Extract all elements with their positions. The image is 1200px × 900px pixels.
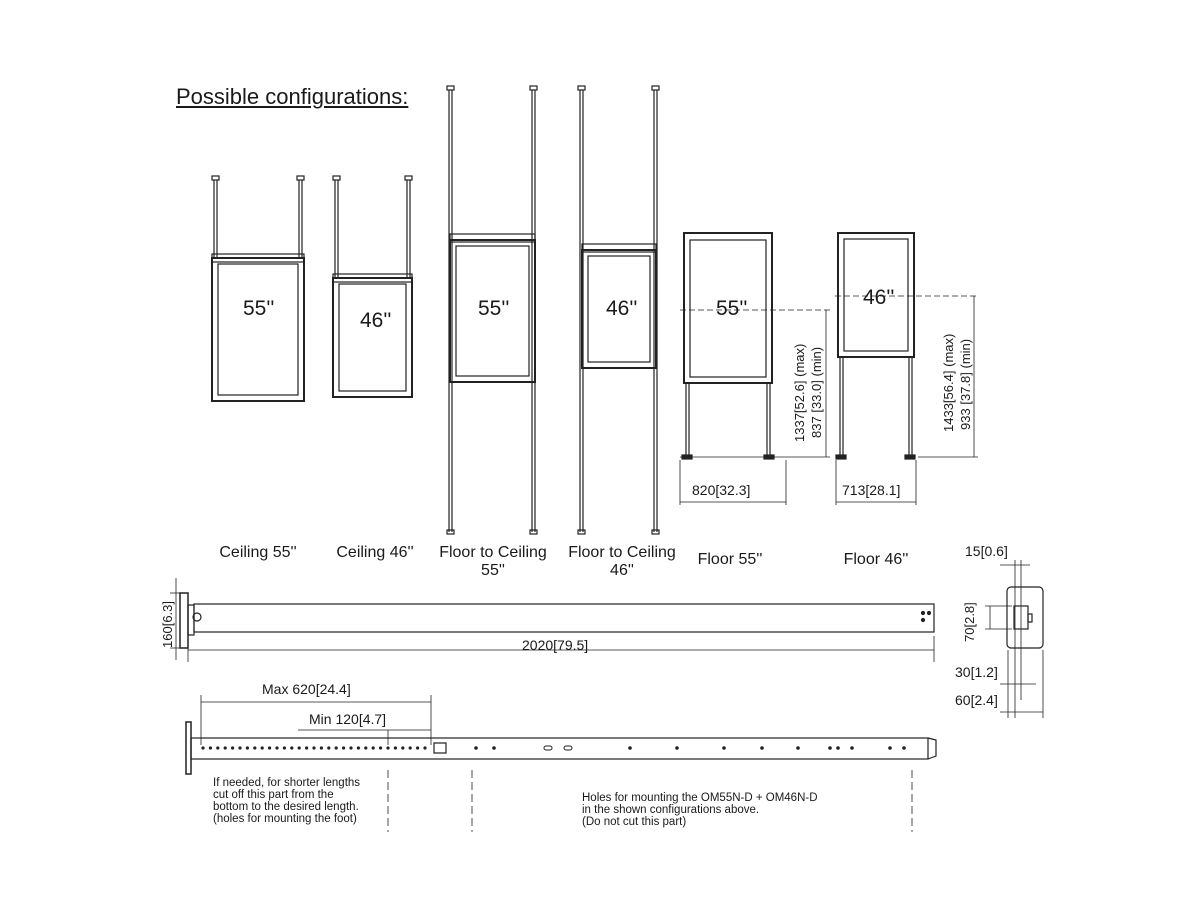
mount-note-line: (Do not cut this part) [582,816,687,828]
mounting-hole [902,746,906,750]
section-60-dim: 602.4 [955,692,998,708]
floor-ceiling-46-screen-label: 46'' [606,297,638,320]
mounting-hole [231,746,235,750]
foot-height-dim: 1606.3 [160,601,175,648]
ceiling-46-caption: Ceiling 46'' [336,544,414,561]
mounting-hole [253,746,257,750]
mounting-hole [305,746,309,750]
floor-55-height-min-dim: 837 33.0 (min) [809,347,824,438]
max-cut-dim: Max 62024.4 [262,681,351,697]
mounting-hole [836,746,840,750]
ceiling-46-screen-label: 46'' [360,309,392,332]
mounting-hole [760,746,764,750]
mounting-hole [364,746,368,750]
floor-46-height-max-dim: 143356.4 (max) [941,334,956,432]
section-30-dim: 301.2 [955,664,998,680]
mounting-hole [408,746,412,750]
mounting-hole [327,746,331,750]
floor-55-screen-label: 55'' [716,297,748,320]
ceiling-55-screen-label: 55'' [243,297,275,320]
ceiling-55-caption: Ceiling 55'' [219,544,297,561]
mounting-hole [238,746,242,750]
mounting-hole [416,746,420,750]
mounting-hole [850,746,854,750]
floor-46-width-dim: 71328.1 [842,482,900,498]
floor-ceiling-46-caption-line1: Floor to Ceiling [568,544,676,561]
mounting-hole [208,746,212,750]
mounting-hole [282,746,286,750]
mounting-hole [386,746,390,750]
page-title: Possible configurations: [176,84,409,109]
cut-note-line: bottom to the desired length. [213,801,359,813]
mounting-hole [334,746,338,750]
mounting-hole [492,746,496,750]
floor-ceiling-55-caption-line2: 55'' [481,562,505,579]
mounting-hole [260,746,264,750]
floor-55-stand [681,232,775,460]
floor-ceiling-55-caption: Floor to Ceiling 55'' [432,544,554,580]
min-cut-dim: Min 1204.7 [309,711,386,727]
mounting-hole [290,746,294,750]
mount-note: Holes for mounting the OM55N-D + OM46N-D… [582,792,818,828]
mounting-hole [342,746,346,750]
mounting-hole [201,746,205,750]
floor-55-height-max-dim: 133752.6 (max) [792,344,807,442]
floor-dimension-lines [679,295,978,505]
pole-length-dim: 202079.5 [522,637,588,653]
ceiling-55-stand [211,175,305,402]
floor-46-caption: Floor 46'' [843,551,909,568]
mounting-hole [401,746,405,750]
mounting-hole [379,746,383,750]
mounting-hole [796,746,800,750]
mounting-hole [423,746,427,750]
mounting-hole [297,746,301,750]
cut-note-line: If needed, for shorter lengths [213,777,361,789]
floor-ceiling-55-caption-line1: Floor to Ceiling [439,544,547,561]
mounting-hole [371,746,375,750]
mounting-hole [268,746,272,750]
floor-46-height-min-dim: 933 37.8 (min) [958,339,973,430]
mount-note-line: in the shown configurations above. [582,804,760,816]
mounting-hole [356,746,360,750]
mounting-hole [474,746,478,750]
floor-ceiling-46-caption-line2: 46'' [610,562,634,579]
floor-ceiling-46-stand [577,85,660,535]
mounting-hole [722,746,726,750]
section-15-dim: 150.6 [965,543,1008,559]
floor-ceiling-46-caption: Floor to Ceiling 46'' [561,544,683,580]
slot-hole [543,745,553,751]
mounting-hole [216,746,220,750]
pole-hole-view [185,695,937,832]
floor-55-width-dim: 82032.3 [692,482,750,498]
cut-note: If needed, for shorter lengths cut off t… [213,777,360,825]
mounting-hole [888,746,892,750]
cut-note-line: (holes for mounting the foot) [213,813,357,825]
floor-ceiling-55-stand [446,85,538,535]
cut-note-line: cut off this part from the [213,789,334,801]
ceiling-46-stand [332,175,413,398]
mounting-hole [319,746,323,750]
mounting-hole [393,746,397,750]
slot-hole [563,745,573,751]
mounting-hole [828,746,832,750]
mount-note-line: Holes for mounting the OM55N-D + OM46N-D [582,792,818,804]
floor-ceiling-55-screen-label: 55'' [478,297,510,320]
mounting-hole [223,746,227,750]
mounting-hole [675,746,679,750]
floor-46-screen-label: 46'' [863,286,895,309]
floor-55-caption: Floor 55'' [697,551,763,568]
pole-side-view [170,578,935,662]
section-70-dim: 702.8 [962,602,977,642]
floor-46-stand [835,232,916,460]
mounting-hole [275,746,279,750]
pole-section-profile [985,560,1044,718]
mounting-hole [628,746,632,750]
mounting-hole [245,746,249,750]
mounting-hole [349,746,353,750]
mounting-hole [312,746,316,750]
